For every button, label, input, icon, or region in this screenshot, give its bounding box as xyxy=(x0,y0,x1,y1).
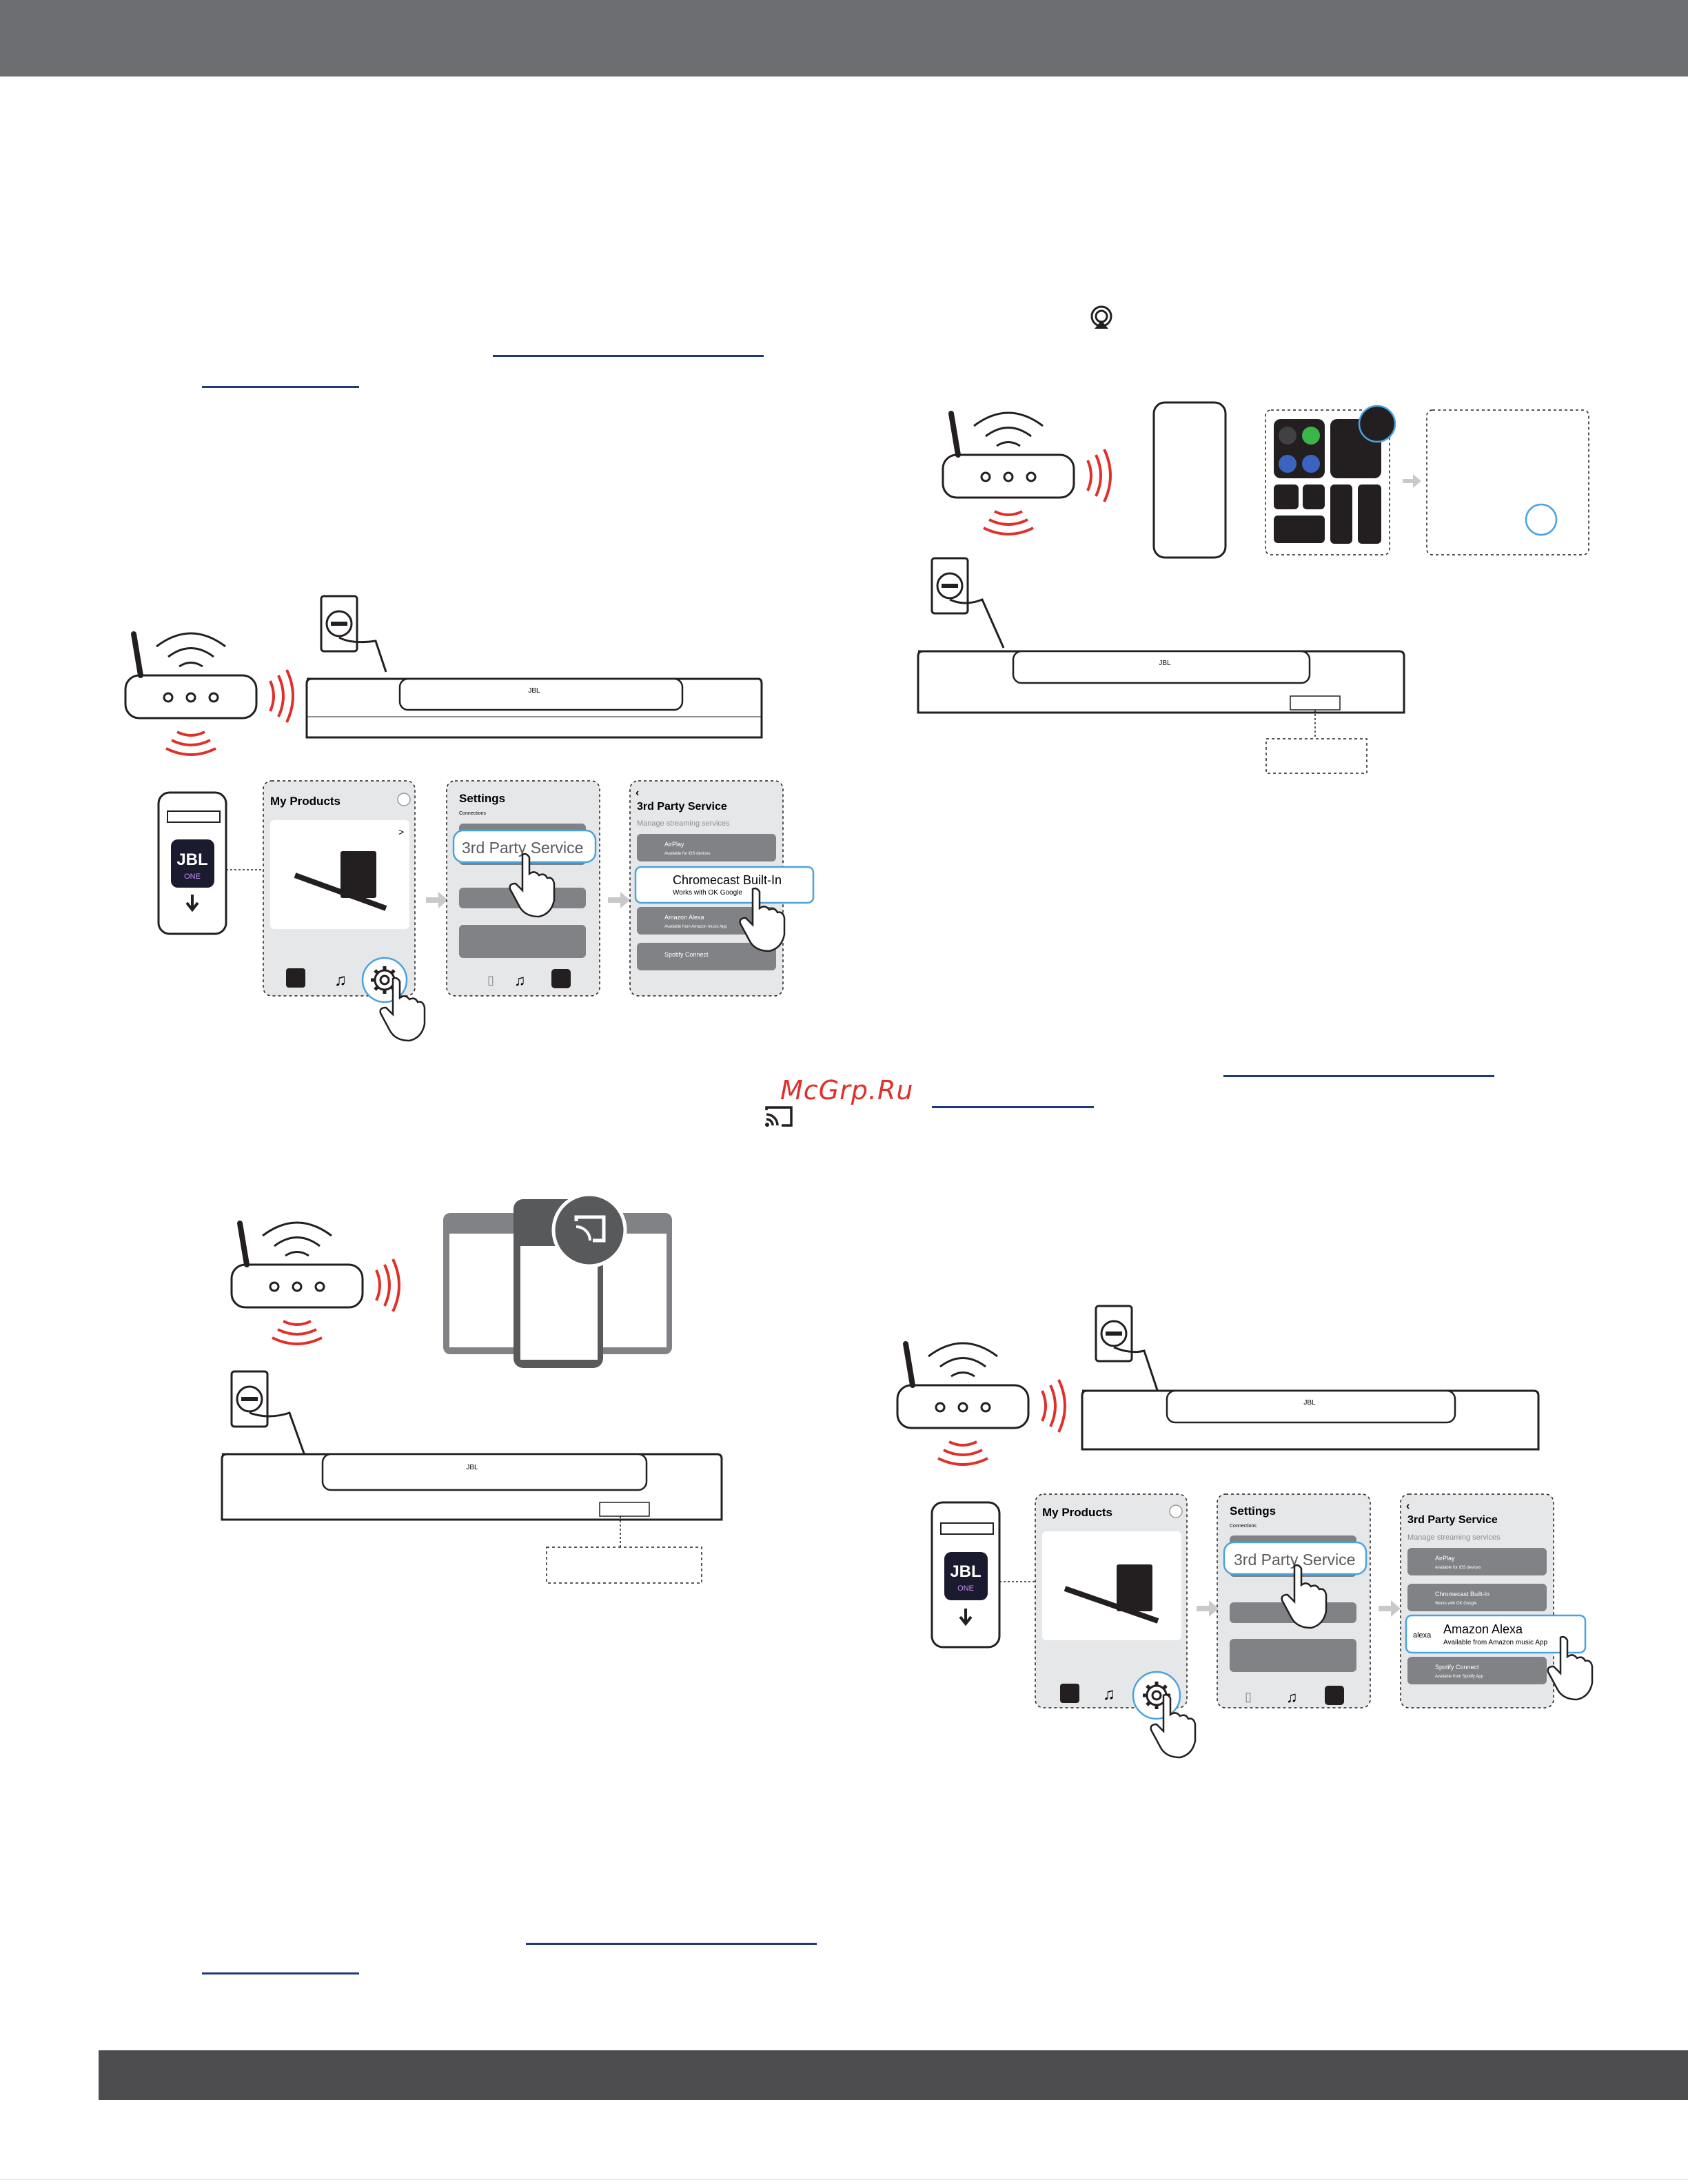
svg-text:Available for iOS devices: Available for iOS devices xyxy=(1435,1566,1481,1570)
soundbar-1: JBL xyxy=(305,677,763,739)
svg-text:ONE: ONE xyxy=(957,1584,974,1593)
panel-my-products-2: My Products ♫ xyxy=(1035,1493,1188,1720)
alexa-icon: alexa xyxy=(1413,1631,1432,1640)
svg-text:3rd Party Service: 3rd Party Service xyxy=(637,801,727,813)
link-underline[interactable] xyxy=(1223,1075,1494,1077)
phone-airplay xyxy=(1152,401,1589,559)
router-3 xyxy=(232,1223,399,1344)
panel-third-party-service-2: ‹ 3rd Party Service Manage streaming ser… xyxy=(1400,1493,1587,1708)
power-plug-icon xyxy=(1096,1306,1132,1361)
airplay-icon xyxy=(1090,305,1112,329)
svg-text:▯: ▯ xyxy=(1245,1690,1252,1704)
svg-text:Connections: Connections xyxy=(1230,1524,1257,1529)
svg-text:Available from Amazon music Ap: Available from Amazon music App xyxy=(664,925,727,929)
app-logo-sub: ONE xyxy=(184,872,201,881)
soundbar-4: JBL xyxy=(1081,1389,1540,1451)
svg-text:Settings: Settings xyxy=(459,792,505,805)
svg-text:‹: ‹ xyxy=(1406,1500,1410,1512)
link-underline[interactable] xyxy=(202,386,359,388)
chromecast-icon xyxy=(765,1106,793,1127)
svg-text:Manage streaming services: Manage streaming services xyxy=(1407,1533,1501,1542)
router-4 xyxy=(897,1343,1065,1464)
svg-text:Chromecast Built-In: Chromecast Built-In xyxy=(673,873,782,887)
svg-text:Chromecast Built-In: Chromecast Built-In xyxy=(1435,1591,1489,1598)
svg-text:JBL: JBL xyxy=(466,1464,478,1471)
link-underline[interactable] xyxy=(202,1972,359,1974)
header-bar xyxy=(0,0,1688,76)
svg-text:♫: ♫ xyxy=(1103,1685,1115,1704)
music-note-icon: ♫ xyxy=(334,971,347,990)
soundbar-2: JBL xyxy=(917,650,1405,714)
power-plug-icon xyxy=(932,558,968,613)
svg-text:Connections: Connections xyxy=(459,811,486,816)
soundbar-3: JBL xyxy=(221,1453,723,1521)
svg-text:Works with OK Google: Works with OK Google xyxy=(1435,1602,1477,1606)
svg-text:‹: ‹ xyxy=(635,787,639,799)
speaker-icon: ▯ xyxy=(487,973,494,987)
page-bottom-divider xyxy=(0,2179,1688,2180)
svg-text:Spotify Connect: Spotify Connect xyxy=(664,951,709,958)
footer-bar xyxy=(99,2050,1688,2100)
svg-text:Spotify Connect: Spotify Connect xyxy=(1435,1664,1479,1671)
soundbar-logo: JBL xyxy=(528,687,540,695)
power-plug-icon xyxy=(232,1371,267,1427)
svg-text:Available for iOS devices: Available for iOS devices xyxy=(664,852,711,856)
label-box xyxy=(546,1547,702,1584)
label-box xyxy=(1265,738,1367,774)
app-logo: JBL xyxy=(176,850,207,869)
music-note-icon: ♫ xyxy=(514,972,526,989)
svg-text:Works with OK Google: Works with OK Google xyxy=(673,889,742,897)
watermark: McGrp.Ru xyxy=(780,1075,914,1105)
link-underline[interactable] xyxy=(493,355,764,357)
link-underline[interactable] xyxy=(932,1106,1094,1108)
svg-text:Amazon Alexa: Amazon Alexa xyxy=(1443,1622,1523,1636)
link-underline[interactable] xyxy=(526,1943,817,1945)
panel-my-products: My Products > ♫ xyxy=(263,780,416,1003)
phones-chromecast xyxy=(443,1192,672,1368)
power-plug-icon xyxy=(321,596,357,651)
svg-text:My Products: My Products xyxy=(1042,1506,1112,1519)
panel-third-party-service: ‹ 3rd Party Service Manage streaming ser… xyxy=(629,780,815,997)
svg-text:Amazon Alexa: Amazon Alexa xyxy=(664,914,704,921)
svg-text:JBL: JBL xyxy=(1303,1399,1316,1407)
service-chromecast-row[interactable] xyxy=(634,866,815,904)
svg-text:JBL: JBL xyxy=(1159,660,1171,667)
phone-app-download: JBL ONE xyxy=(157,791,227,935)
router-1 xyxy=(125,633,293,755)
svg-text:Manage streaming services: Manage streaming services xyxy=(637,819,730,828)
svg-text:3rd Party Service: 3rd Party Service xyxy=(1407,1514,1498,1526)
svg-text:♫: ♫ xyxy=(1286,1688,1298,1706)
router-2 xyxy=(943,413,1110,534)
svg-text:JBL: JBL xyxy=(950,1562,981,1581)
phone-app-download-2: JBL ONE xyxy=(931,1501,1001,1649)
chevron-icon: > xyxy=(398,826,404,837)
svg-text:AirPlay: AirPlay xyxy=(664,841,684,848)
svg-text:Available from Amazon music Ap: Available from Amazon music App xyxy=(1443,1639,1547,1646)
svg-text:AirPlay: AirPlay xyxy=(1435,1555,1455,1562)
svg-text:Settings: Settings xyxy=(1230,1504,1276,1518)
svg-text:Available from Spotify App: Available from Spotify App xyxy=(1435,1675,1484,1679)
service-alexa-row[interactable] xyxy=(1405,1614,1587,1654)
panel-title: My Products xyxy=(270,795,340,808)
